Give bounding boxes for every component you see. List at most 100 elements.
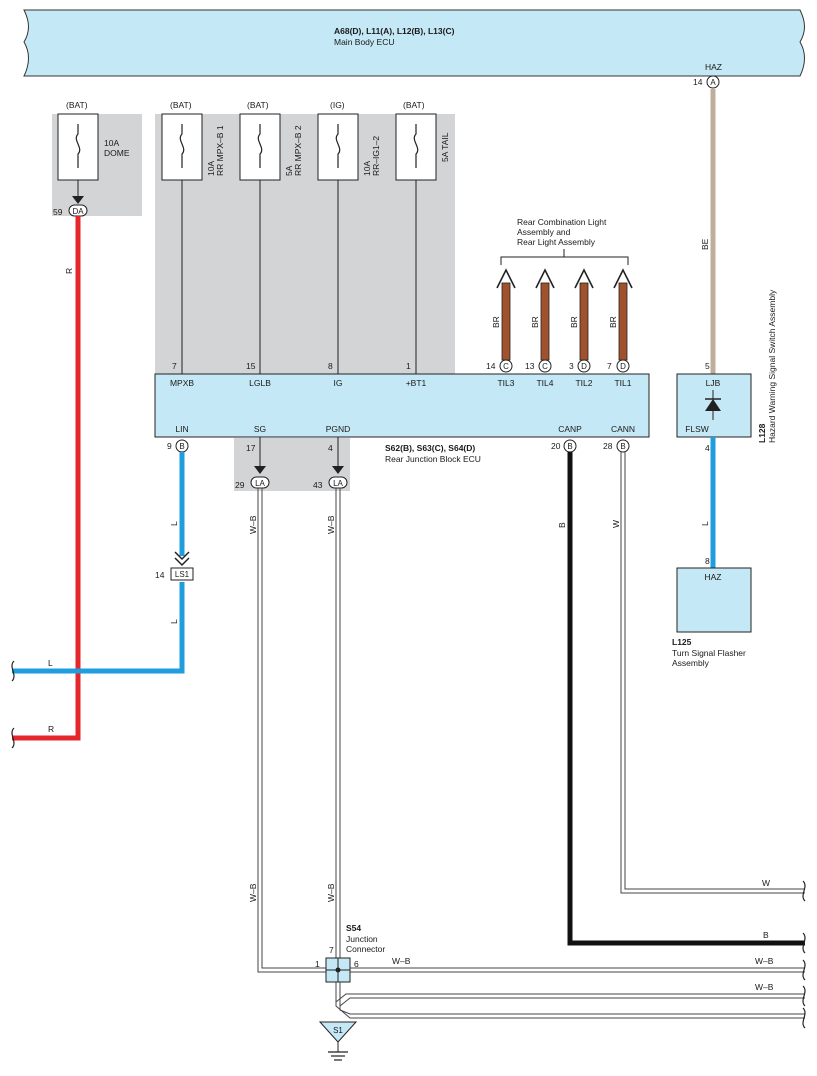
flasher-code: L125 bbox=[672, 637, 692, 647]
rjb-top-pin: 8IG bbox=[328, 361, 342, 388]
fuse-tail: (BAT) 5A TAIL bbox=[395, 100, 450, 181]
arrow-up-icon bbox=[574, 268, 594, 289]
fuse-name: DOME bbox=[104, 148, 130, 158]
main-ecu-codes: A68(D), L11(A), L12(B), L13(C) bbox=[334, 26, 455, 36]
wire-wb-label: W–B bbox=[755, 956, 774, 966]
wire-outline bbox=[624, 452, 805, 890]
rjb-box bbox=[154, 373, 650, 438]
fuse-name: RR MPX–B 2 bbox=[293, 125, 303, 176]
fuse-rating: 5A bbox=[284, 165, 294, 176]
fuse-icon bbox=[413, 124, 419, 168]
pin-label: TIL2 bbox=[575, 378, 592, 388]
wire-break-icon bbox=[802, 1007, 806, 1029]
terminal-code: DA bbox=[72, 207, 84, 216]
main-ecu-pin-label: HAZ bbox=[705, 62, 722, 72]
pin-number: 5 bbox=[705, 361, 710, 371]
wire-wb-right-2 bbox=[335, 982, 805, 1019]
pin-label: TIL4 bbox=[536, 378, 553, 388]
pin-number: 15 bbox=[246, 361, 256, 371]
fuse-body bbox=[395, 113, 437, 181]
brown-wire-til3: BR bbox=[491, 268, 516, 361]
flasher-box bbox=[676, 567, 752, 633]
pin-number: 1 bbox=[406, 361, 411, 371]
ls1-box bbox=[170, 567, 194, 581]
conn-code: C bbox=[503, 362, 509, 371]
pin-number: 9 bbox=[167, 441, 172, 451]
wire-outline bbox=[620, 452, 805, 894]
wire-wb-label: W–B bbox=[392, 956, 411, 966]
pin-label: MPXB bbox=[170, 378, 194, 388]
wire-red-label: R bbox=[64, 268, 74, 274]
wire-black-line bbox=[567, 452, 805, 946]
ground-s1: S1 bbox=[318, 1021, 358, 1061]
pin-number: 7 bbox=[172, 361, 177, 371]
wire-wb-right-1 bbox=[350, 967, 805, 973]
arrow-up-icon bbox=[496, 268, 516, 289]
fuse-icon bbox=[257, 124, 263, 168]
hazard-switch: 5 LJB FLSW 4 L128 Hazard Warning Signal … bbox=[676, 289, 777, 453]
wire-blue-label: L bbox=[169, 619, 179, 624]
wire-outline bbox=[261, 488, 326, 969]
conn-code: D bbox=[620, 362, 626, 371]
wire-black-canp: B B bbox=[557, 452, 806, 954]
wire-color-label: BR bbox=[569, 316, 579, 328]
wire-blue-flasher: L 8 bbox=[700, 437, 716, 568]
turn-signal-flasher: HAZ L125 Turn Signal Flasher Assembly bbox=[672, 567, 752, 668]
fuse-body bbox=[57, 113, 99, 181]
hazard-switch-name: Hazard Warning Signal Switch Assembly bbox=[767, 289, 777, 443]
pin-number: 3 bbox=[569, 361, 574, 371]
pin-number: 17 bbox=[246, 443, 256, 453]
diode-icon bbox=[705, 399, 721, 411]
wire-wb-label: W–B bbox=[326, 515, 336, 534]
pin-number: 4 bbox=[705, 443, 710, 453]
double-arrow-icon bbox=[174, 551, 190, 567]
conn-code: B bbox=[620, 442, 625, 451]
pin-label: LIN bbox=[175, 424, 188, 434]
flasher-line1: Turn Signal Flasher bbox=[672, 648, 746, 658]
junction-line2: Connector bbox=[346, 944, 385, 954]
fuse-rating: 10A bbox=[362, 161, 372, 176]
fuse-source: (BAT) bbox=[66, 100, 88, 110]
pin-number: 7 bbox=[607, 361, 612, 371]
fuse-source: (BAT) bbox=[247, 100, 269, 110]
wire-black-label: B bbox=[557, 522, 567, 528]
fuse-icon bbox=[179, 124, 185, 168]
pin-number: 14 bbox=[155, 570, 165, 580]
wire-break-icon bbox=[802, 880, 806, 902]
rear-lights-line1: Rear Combination Light bbox=[517, 217, 607, 227]
pin-label: SG bbox=[254, 424, 266, 434]
wire-outline bbox=[335, 982, 805, 1019]
pin-label: LGLB bbox=[249, 378, 271, 388]
pin-number: 6 bbox=[354, 959, 359, 969]
fuse-wires bbox=[77, 180, 417, 374]
fuse-name: RR–IG1–2 bbox=[371, 136, 381, 176]
pin-label: TIL1 bbox=[614, 378, 631, 388]
fuse-source: (IG) bbox=[330, 100, 345, 110]
wire-blue-lin: L L L bbox=[11, 452, 190, 682]
pin-number: 4 bbox=[328, 443, 333, 453]
brown-wire-til1: BR bbox=[608, 268, 633, 361]
wire-red: R R bbox=[11, 216, 81, 749]
rear-lights-line2: Assembly and bbox=[517, 227, 571, 237]
brown-wire bbox=[540, 282, 550, 361]
pin-number: 59 bbox=[53, 207, 63, 217]
la-terminal-pgnd: 43 LA bbox=[313, 437, 348, 490]
wire-break-icon bbox=[802, 985, 806, 1007]
arrow-icon bbox=[72, 196, 84, 204]
fuse-source: (BAT) bbox=[170, 100, 192, 110]
rear-lights: Rear Combination Light Assembly and Rear… bbox=[491, 217, 633, 361]
arrow-icon bbox=[332, 466, 344, 474]
brown-wire bbox=[579, 282, 589, 361]
wire-red-label-left: R bbox=[48, 724, 54, 734]
fuse-icon bbox=[75, 124, 81, 168]
main-ecu-name: Main Body ECU bbox=[334, 37, 394, 47]
brown-wire bbox=[618, 282, 628, 361]
pin-label: CANP bbox=[558, 424, 582, 434]
hazard-switch-code: L128 bbox=[757, 423, 767, 443]
wire-color-label: BR bbox=[491, 316, 501, 328]
